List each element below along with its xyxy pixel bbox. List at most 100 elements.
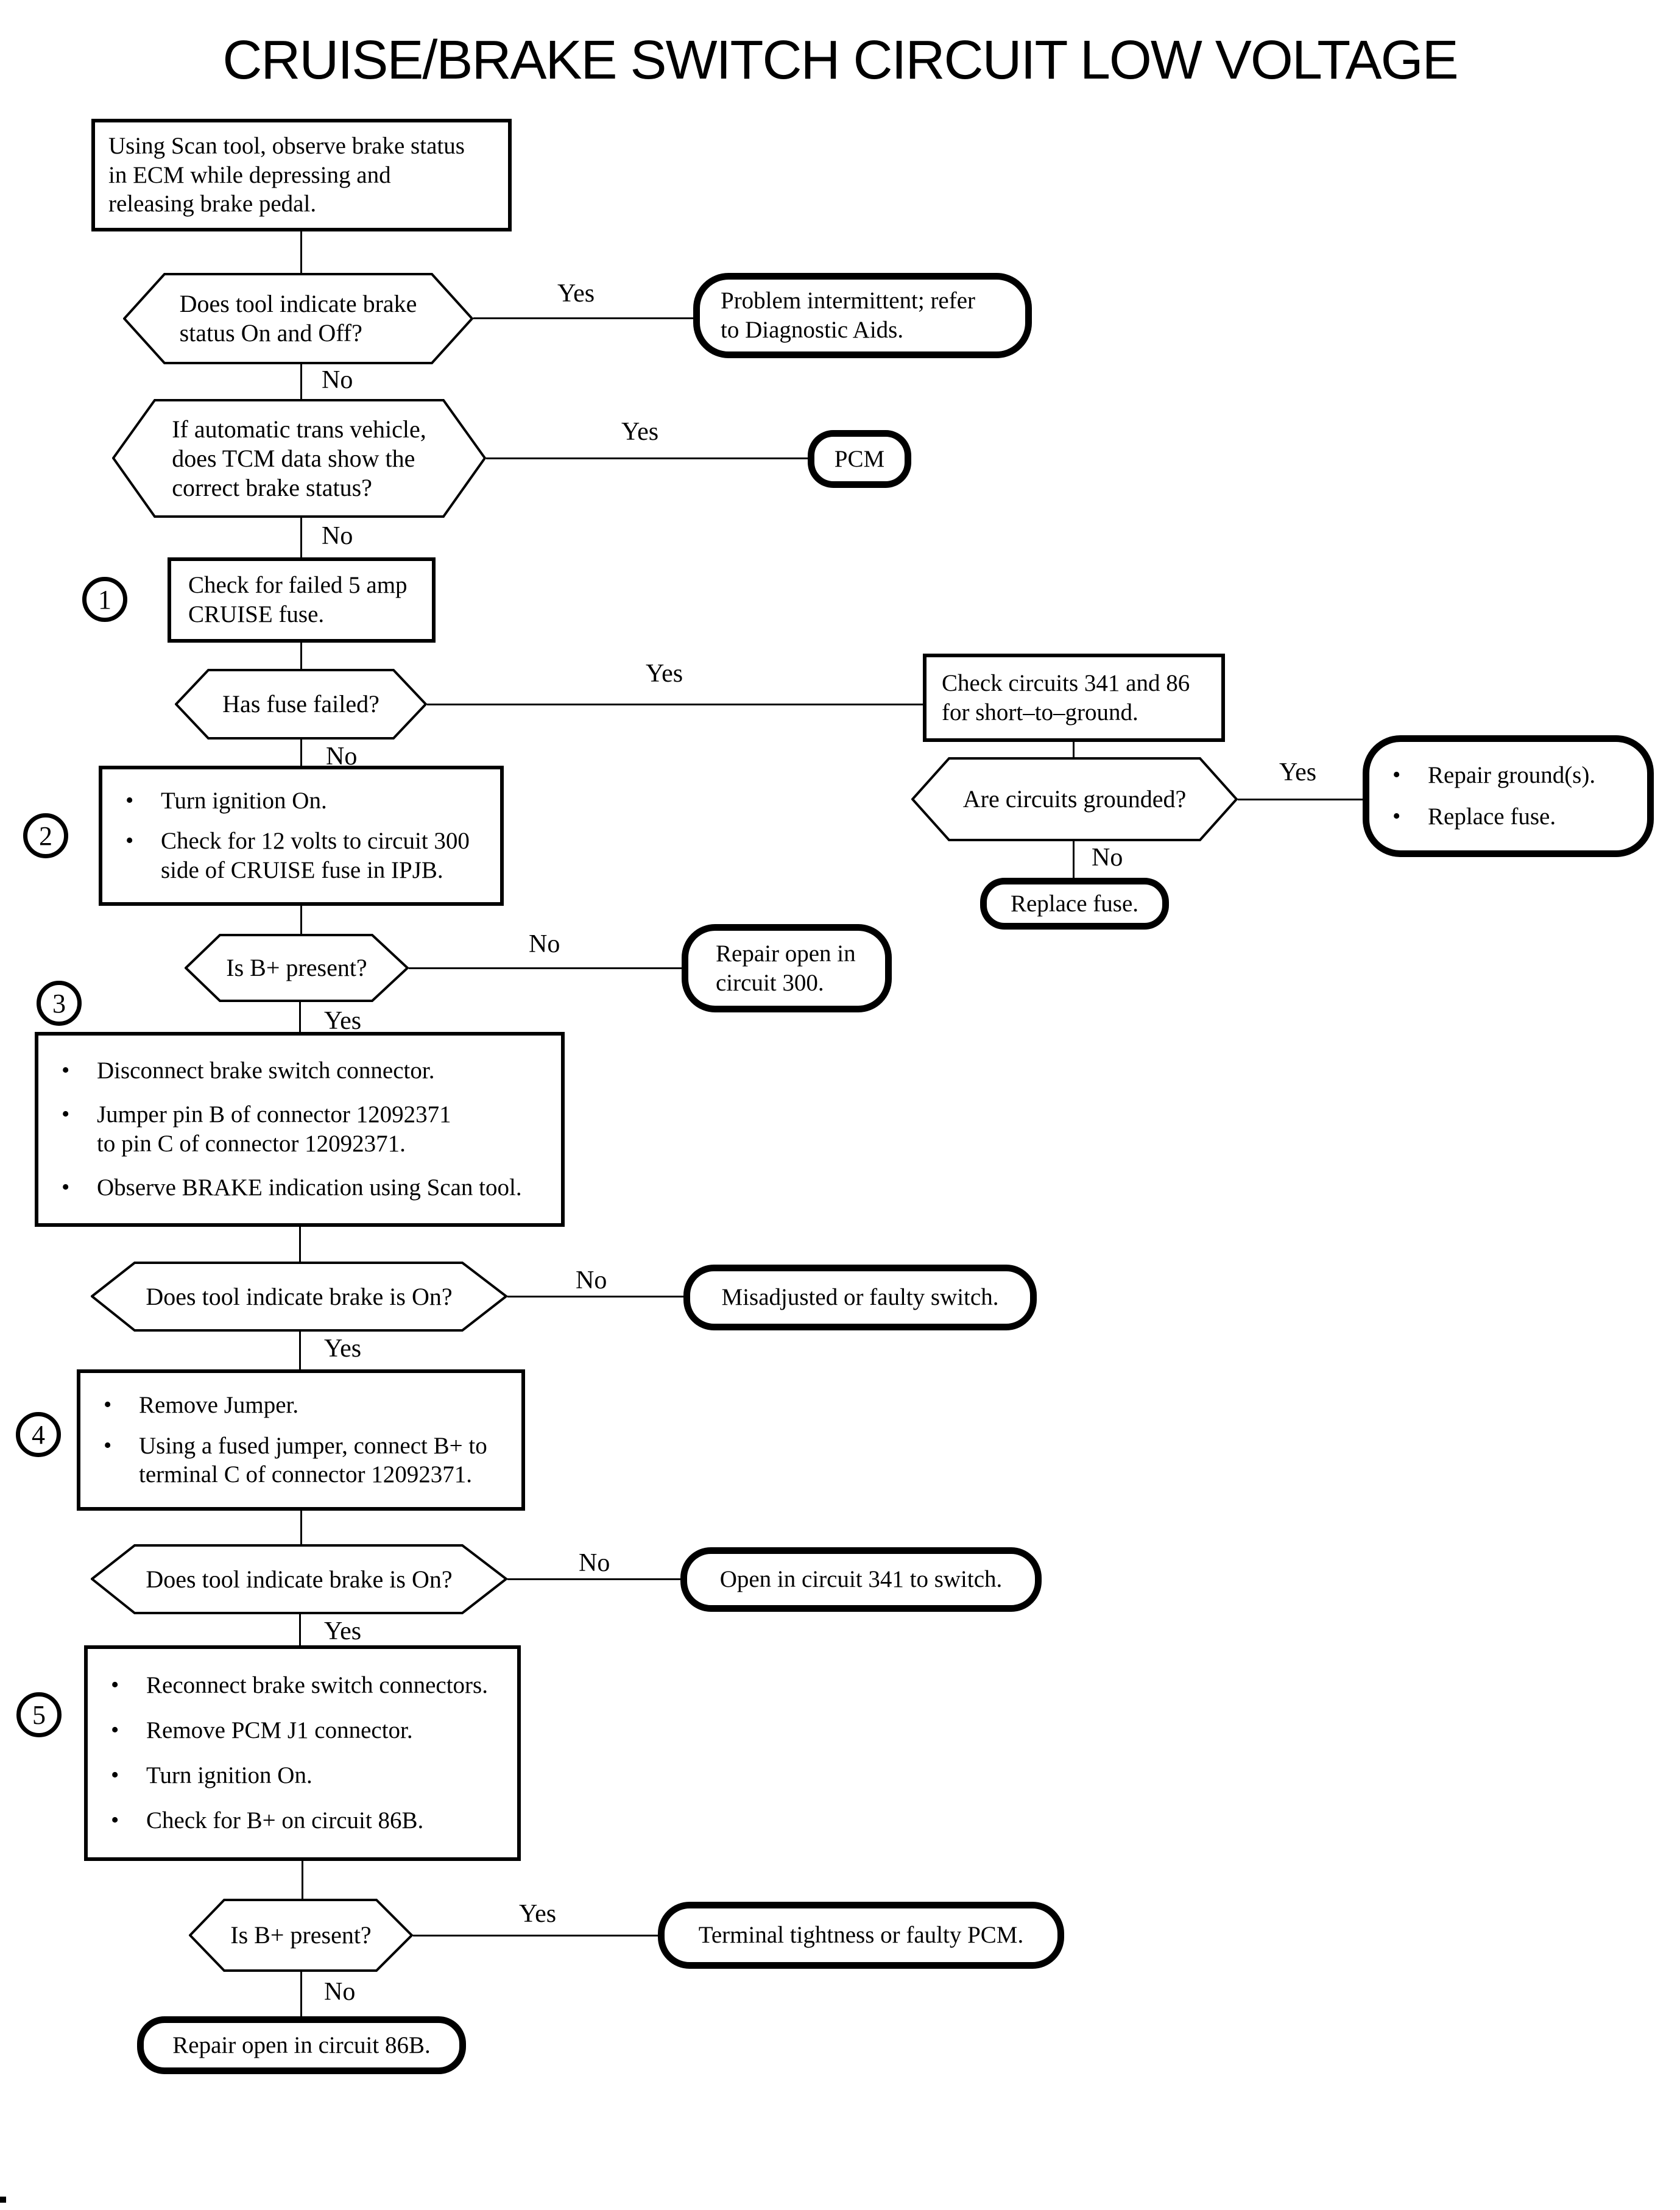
- terminal-repair-300: Repair open in circuit 300.: [682, 924, 892, 1012]
- bullet-icon: •: [111, 1672, 119, 1698]
- terminal-open-341-text: Open in circuit 341 to switch.: [719, 1566, 1003, 1593]
- check-circuits-box: Check circuits 341 and 86 for short–to–g…: [923, 654, 1225, 742]
- step-number-3: 3: [37, 981, 82, 1026]
- terminal-repair-300-text: Repair open in circuit 300.: [716, 940, 856, 996]
- list-item-text: Jumper pin B of connector 12092371 to pi…: [97, 1101, 451, 1157]
- ignition-check-box: • Turn ignition On. • Check for 12 volts…: [99, 766, 504, 906]
- terminal-tightness-text: Terminal tightness or faulty PCM.: [698, 1922, 1024, 1949]
- decision-bplus-1-text: Is B+ present?: [226, 954, 367, 981]
- list-item-text: Replace fuse.: [1428, 803, 1556, 830]
- decision-bplus-2-text: Is B+ present?: [230, 1921, 372, 1949]
- yes-label-1: Yes: [557, 280, 595, 308]
- bullet-icon: •: [125, 828, 134, 854]
- bullet-icon: •: [1392, 761, 1401, 788]
- decision-fuse-failed-text: Has fuse failed?: [222, 690, 379, 718]
- connector-q4-yes: [1238, 799, 1363, 800]
- decision-brake-on-1-text: Does tool indicate brake is On?: [146, 1282, 453, 1310]
- page-title: CRUISE/BRAKE SWITCH CIRCUIT LOW VOLTAGE: [222, 30, 1458, 91]
- list-item: • Replace fuse.: [1392, 802, 1636, 831]
- hexagon-shape: [185, 934, 409, 1002]
- reconnect-list: • Reconnect brake switch connectors. • R…: [88, 1649, 517, 1857]
- decision-circuits-grounded-text: Are circuits grounded?: [962, 785, 1187, 813]
- check-fuse-box: Check for failed 5 amp CRUISE fuse.: [168, 557, 436, 643]
- connector-q8-no: [300, 1972, 302, 2016]
- list-item-text: Check for 12 volts to circuit 300 side o…: [161, 828, 470, 883]
- scan-artifact: [0, 2197, 6, 2203]
- yes-label-5: Yes: [324, 1007, 362, 1035]
- list-item: • Check for 12 volts to circuit 300 side…: [125, 827, 489, 884]
- connector-q2-yes: [486, 457, 808, 459]
- no-label-8: No: [324, 1978, 356, 2006]
- bullet-icon: •: [104, 1432, 112, 1458]
- connector-box3-to-q6: [299, 1227, 301, 1262]
- terminal-pcm: PCM: [808, 430, 911, 488]
- decision-fuse-failed: Has fuse failed?: [175, 669, 427, 740]
- list-item-text: Check for B+ on circuit 86B.: [146, 1807, 424, 1834]
- connector-q7-no: [507, 1578, 680, 1580]
- list-item-text: Reconnect brake switch connectors.: [146, 1672, 488, 1699]
- list-item: • Turn ignition On.: [125, 786, 489, 816]
- list-item: • Turn ignition On.: [111, 1761, 506, 1790]
- step-number-1: 1: [82, 577, 127, 622]
- connector-q3-yes: [427, 704, 923, 705]
- connector-q5-yes: [299, 1002, 301, 1032]
- terminal-replace-fuse: Replace fuse.: [980, 878, 1169, 930]
- list-item-text: Using a fused jumper, connect B+ to term…: [139, 1432, 487, 1488]
- fused-jumper-box: • Remove Jumper. • Using a fused jumper,…: [77, 1369, 525, 1511]
- yes-label-3: Yes: [646, 660, 683, 688]
- bullet-icon: •: [111, 1717, 119, 1743]
- decision-circuits-grounded: Are circuits grounded?: [911, 757, 1238, 841]
- connector-q5-no: [409, 967, 682, 969]
- bullet-icon: •: [62, 1101, 70, 1128]
- decision-bplus-1: Is B+ present?: [185, 934, 409, 1002]
- list-item: • Reconnect brake switch connectors.: [111, 1671, 506, 1700]
- connector-q2-no: [300, 518, 302, 557]
- list-item: • Jumper pin B of connector 12092371 to …: [62, 1100, 550, 1158]
- terminal-repair-86b-text: Repair open in circuit 86B.: [172, 2032, 431, 2058]
- yes-label-4: Yes: [1279, 758, 1317, 786]
- hexagon-shape: [112, 399, 486, 518]
- connector-box5-to-q8: [302, 1861, 303, 1899]
- bullet-icon: •: [104, 1392, 112, 1418]
- terminal-replace-fuse-text: Replace fuse.: [1010, 890, 1139, 917]
- list-item: • Using a fused jumper, connect B+ to te…: [104, 1432, 510, 1489]
- terminal-pcm-text: PCM: [834, 445, 885, 472]
- list-item-text: Observe BRAKE indication using Scan tool…: [97, 1174, 522, 1201]
- decision-brake-on-2: Does tool indicate brake is On?: [91, 1544, 507, 1614]
- connector-q8-yes: [413, 1935, 658, 1936]
- no-label-5: No: [529, 930, 560, 958]
- connector-q1-no: [300, 364, 302, 399]
- list-item: • Remove Jumper.: [104, 1391, 510, 1420]
- connector-box2-to-q5: [300, 906, 302, 934]
- check-fuse-box-text: Check for failed 5 amp CRUISE fuse.: [188, 572, 408, 627]
- no-label-6: No: [576, 1266, 607, 1294]
- decision-brake-on-1: Does tool indicate brake is On?: [91, 1262, 507, 1332]
- terminal-misadjusted: Misadjusted or faulty switch.: [683, 1265, 1037, 1330]
- ignition-check-list: • Turn ignition On. • Check for 12 volts…: [102, 769, 500, 902]
- list-item-text: Repair ground(s).: [1428, 761, 1596, 788]
- connector-checkcircuits-to-q4: [1073, 742, 1075, 757]
- connector-q3-no: [300, 740, 302, 766]
- list-item: • Check for B+ on circuit 86B.: [111, 1806, 506, 1835]
- yes-label-7: Yes: [324, 1617, 362, 1645]
- terminal-tightness: Terminal tightness or faulty PCM.: [658, 1902, 1064, 1969]
- list-item: • Remove PCM J1 connector.: [111, 1716, 506, 1745]
- bullet-icon: •: [62, 1057, 70, 1084]
- list-item: • Disconnect brake switch connector.: [62, 1056, 550, 1086]
- check-circuits-box-text: Check circuits 341 and 86 for short–to–g…: [942, 669, 1190, 725]
- no-label-2: No: [322, 522, 353, 550]
- bullet-icon: •: [111, 1807, 119, 1834]
- bullet-icon: •: [1392, 803, 1401, 830]
- yes-label-6: Yes: [324, 1335, 362, 1363]
- bullet-icon: •: [111, 1762, 119, 1788]
- terminal-problem-intermittent: Problem intermittent; refer to Diagnosti…: [693, 273, 1032, 358]
- connector-start-to-q1: [300, 231, 302, 273]
- decision-bplus-2: Is B+ present?: [189, 1899, 413, 1972]
- reconnect-box: • Reconnect brake switch connectors. • R…: [84, 1645, 521, 1861]
- decision-brake-on-off-text: Does tool indicate brake status On and O…: [179, 290, 417, 347]
- list-item-text: Turn ignition On.: [146, 1762, 312, 1789]
- no-label-4: No: [1092, 844, 1123, 872]
- terminal-misadjusted-text: Misadjusted or faulty switch.: [721, 1284, 999, 1311]
- list-item-text: Remove Jumper.: [139, 1392, 299, 1419]
